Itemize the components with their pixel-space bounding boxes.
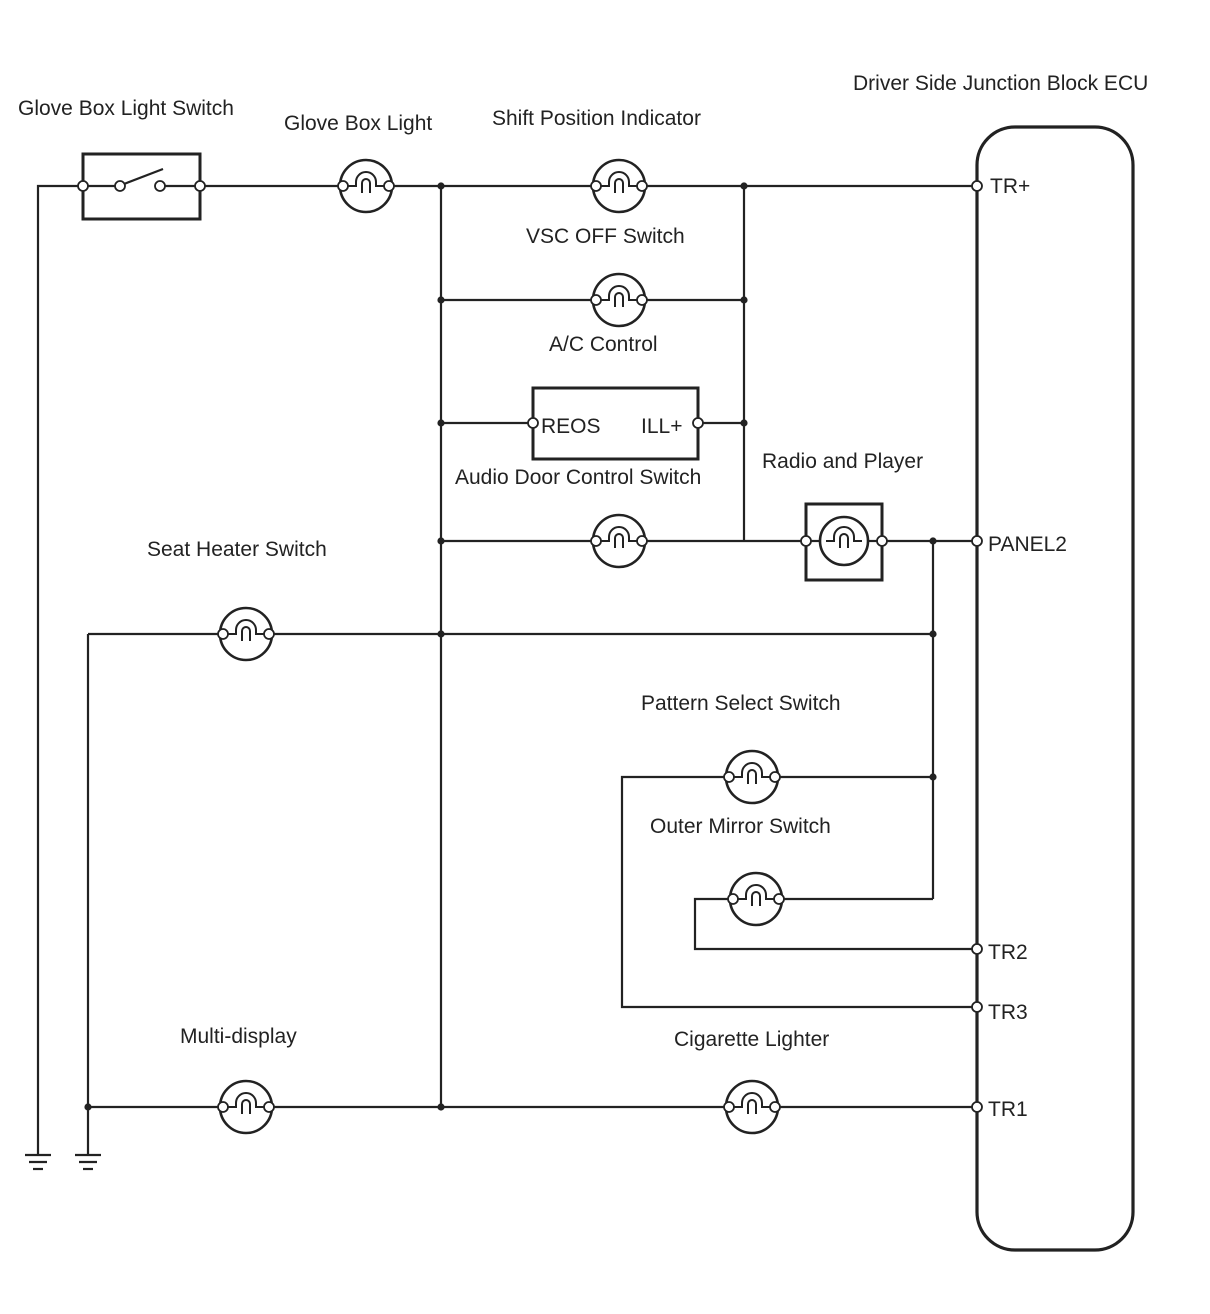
junction-dot: [437, 182, 445, 190]
wire-tr2: [693, 897, 977, 951]
junction-dot: [84, 1103, 92, 1111]
junction-dot: [929, 537, 937, 545]
audio-door-control-switch-label: Audio Door Control Switch: [455, 466, 701, 489]
glove-box-light-lamp-icon: [336, 158, 396, 214]
wires: [36, 184, 977, 1155]
junction-dot: [740, 182, 748, 190]
audio-door-control-switch-lamp-icon: [589, 513, 649, 569]
outer-mirror-switch-label: Outer Mirror Switch: [650, 815, 831, 838]
glove-box-light-switch-label: Glove Box Light Switch: [18, 97, 234, 120]
junction-dot: [437, 1103, 445, 1111]
ecu-terminal-tr1: [971, 1101, 983, 1113]
junction-dot: [740, 419, 748, 427]
ill-plus-pin-label: ILL+: [641, 415, 682, 438]
wire-ground-left: [36, 184, 83, 1155]
outer-mirror-switch-lamp-icon: [726, 871, 786, 927]
junction-dot: [437, 630, 445, 638]
multi-display-lamp-icon: [216, 1079, 276, 1135]
pattern-select-switch-label: Pattern Select Switch: [641, 692, 841, 715]
ac-control-label: A/C Control: [549, 333, 658, 356]
terminal-label-tr2: TR2: [988, 941, 1028, 964]
glove-box-light-label: Glove Box Light: [284, 112, 432, 135]
junction-dot: [437, 537, 445, 545]
ground-icon: [23, 1153, 53, 1171]
vsc-off-switch-label: VSC OFF Switch: [526, 225, 685, 248]
ecu-terminal-tr3: [971, 1001, 983, 1013]
ecu-terminal-tr-plus: [971, 180, 983, 192]
junction-dot: [929, 630, 937, 638]
shift-position-indicator-lamp-icon: [589, 158, 649, 214]
seat-heater-switch-label: Seat Heater Switch: [147, 538, 327, 561]
ground-icon: [73, 1153, 103, 1171]
terminal-label-tr1: TR1: [988, 1098, 1028, 1121]
ecu-block: [975, 125, 1135, 1252]
wire-tr3: [620, 775, 977, 1009]
reos-pin-label: REOS: [541, 415, 601, 438]
pattern-select-switch-lamp-icon: [722, 749, 782, 805]
vsc-off-switch-lamp-icon: [589, 272, 649, 328]
ac-control-box: [527, 386, 704, 461]
junction-dot: [437, 419, 445, 427]
terminal-label-panel2: PANEL2: [988, 533, 1067, 556]
cigarette-lighter-label: Cigarette Lighter: [674, 1028, 829, 1051]
switch-icon: [77, 152, 206, 221]
multi-display-label: Multi-display: [180, 1025, 297, 1048]
seat-heater-switch-lamp-icon: [216, 606, 276, 662]
junction-dot: [437, 296, 445, 304]
junction-dot: [740, 296, 748, 304]
radio-and-player-lamp-icon: [800, 502, 888, 582]
shift-position-indicator-label: Shift Position Indicator: [492, 107, 701, 130]
ecu-terminal-panel2: [971, 535, 983, 547]
cigarette-lighter-lamp-icon: [722, 1079, 782, 1135]
junction-dots: [84, 182, 937, 1111]
junction-dot: [929, 773, 937, 781]
radio-and-player-label: Radio and Player: [762, 450, 923, 473]
terminal-label-tr3: TR3: [988, 1001, 1028, 1024]
terminal-label-tr-plus: TR+: [990, 175, 1030, 198]
ecu-label: Driver Side Junction Block ECU: [853, 72, 1148, 95]
ecu-terminal-tr2: [971, 943, 983, 955]
